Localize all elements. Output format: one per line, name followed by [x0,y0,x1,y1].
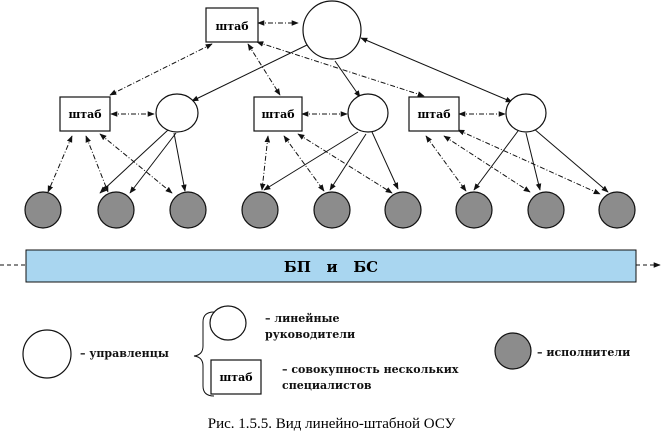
legend-staff-label-2: специалистов [282,379,372,392]
legend-brace [193,311,215,397]
legend: штаб [22,305,532,397]
edge-mid-staff-to-p5 [283,135,325,192]
edge-top-to-right-manager [360,37,513,103]
edge-top-staff-to-left-staff [109,43,213,96]
dashed-connectors [47,20,601,195]
performer-node-5 [313,191,351,229]
right-staff-box: штаб [408,96,460,132]
mid-line-manager-node [347,93,389,133]
edge-top-staff-to-right-staff [256,41,425,97]
legend-staff-box-label: штаб [219,371,252,384]
base-bar-label: БП и БС [284,258,378,276]
legend-staff-label-1: – совокупность нескольких [282,363,459,376]
legend-performer-circle [494,332,532,370]
edge-left-staff-to-p2 [85,135,109,193]
legend-manager-circle [22,329,72,379]
performer-node-1 [24,191,62,229]
edge-top-staff-to-mid-staff [247,43,281,96]
edge-mid-manager-to-p4 [263,131,359,191]
performer-node-3 [169,191,207,229]
legend-staff-box [210,359,262,395]
edge-top-to-left-manager [191,44,308,102]
left-staff-label: штаб [68,108,101,121]
left-staff-box: штаб [59,96,111,132]
legend-line-manager-ellipse [209,305,247,341]
legend-managers-label: – управленцы [80,347,169,360]
legend-line-managers-label-1: – линейные [265,312,340,325]
performer-node-6 [384,191,422,229]
edge-right-staff-to-p8 [443,135,531,193]
edge-left-manager-to-p3 [173,132,187,192]
base-bar-rect [25,249,637,283]
edge-mid-manager-to-p6 [371,131,399,190]
mid-staff-box: штаб [253,96,303,132]
edge-mid-manager-to-p5 [329,133,367,191]
base-bar: БП и БС [0,249,661,283]
top-staff-label: штаб [215,20,248,33]
performer-node-8 [527,191,565,229]
figure-caption: Рис. 1.5.5. Вид линейно-штабной ОСУ [207,416,456,432]
performers-row [24,191,636,229]
edge-right-manager-to-p8 [525,132,542,191]
edge-top-to-mid-manager [334,60,361,98]
edge-left-staff-to-p3 [99,133,173,194]
performer-node-4 [241,191,279,229]
top-staff-box: штаб [205,7,259,43]
top-manager-node [302,0,362,60]
edge-right-staff-to-p9 [457,129,601,195]
right-staff-label: штаб [417,108,450,121]
performer-node-9 [598,191,636,229]
right-line-manager-node [505,93,547,133]
performer-node-7 [455,191,493,229]
legend-line-managers-label-2: руководители [265,328,356,341]
edge-mid-staff-to-p4 [259,135,271,191]
edge-right-staff-to-p7 [425,135,467,192]
edge-mid-staff-to-p6 [297,133,393,194]
edge-right-manager-to-p9 [532,127,609,193]
performer-node-2 [97,191,135,229]
legend-performers-label: – исполнители [537,346,631,359]
edge-left-manager-to-p2 [129,132,177,194]
left-line-manager-node [155,93,199,133]
edge-left-staff-to-p1 [47,135,73,193]
mid-staff-label: штаб [261,108,294,121]
